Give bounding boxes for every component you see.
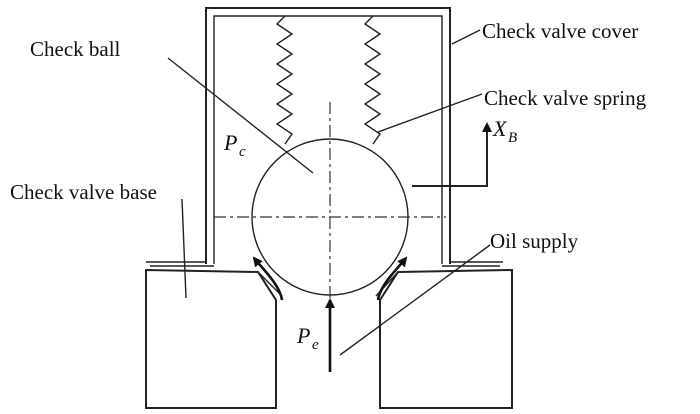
- check-valve-spring-label: Check valve spring: [484, 86, 647, 110]
- oil-flow-arrows: [252, 256, 408, 301]
- leader-lines: [167, 29, 491, 356]
- svg-text:e: e: [312, 337, 319, 353]
- svg-text:P: P: [223, 130, 237, 155]
- svg-text:B: B: [508, 130, 517, 146]
- check-ball-label: Check ball: [30, 37, 121, 61]
- pc-label: P c: [223, 130, 246, 160]
- check-valve-base-label: Check valve base: [10, 180, 157, 204]
- svg-text:X: X: [492, 116, 508, 141]
- xb-label: X B: [492, 116, 517, 146]
- check-valve-cover: [146, 7, 503, 267]
- pe-label: P e: [296, 323, 319, 353]
- svg-text:P: P: [296, 323, 310, 348]
- check-valve-spring: [275, 15, 382, 145]
- xb-arrow: [412, 122, 492, 187]
- check-valve-cover-label: Check valve cover: [482, 19, 638, 43]
- svg-text:c: c: [239, 144, 246, 160]
- check-ball: [214, 102, 446, 300]
- oil-supply-label: Oil supply: [490, 229, 579, 253]
